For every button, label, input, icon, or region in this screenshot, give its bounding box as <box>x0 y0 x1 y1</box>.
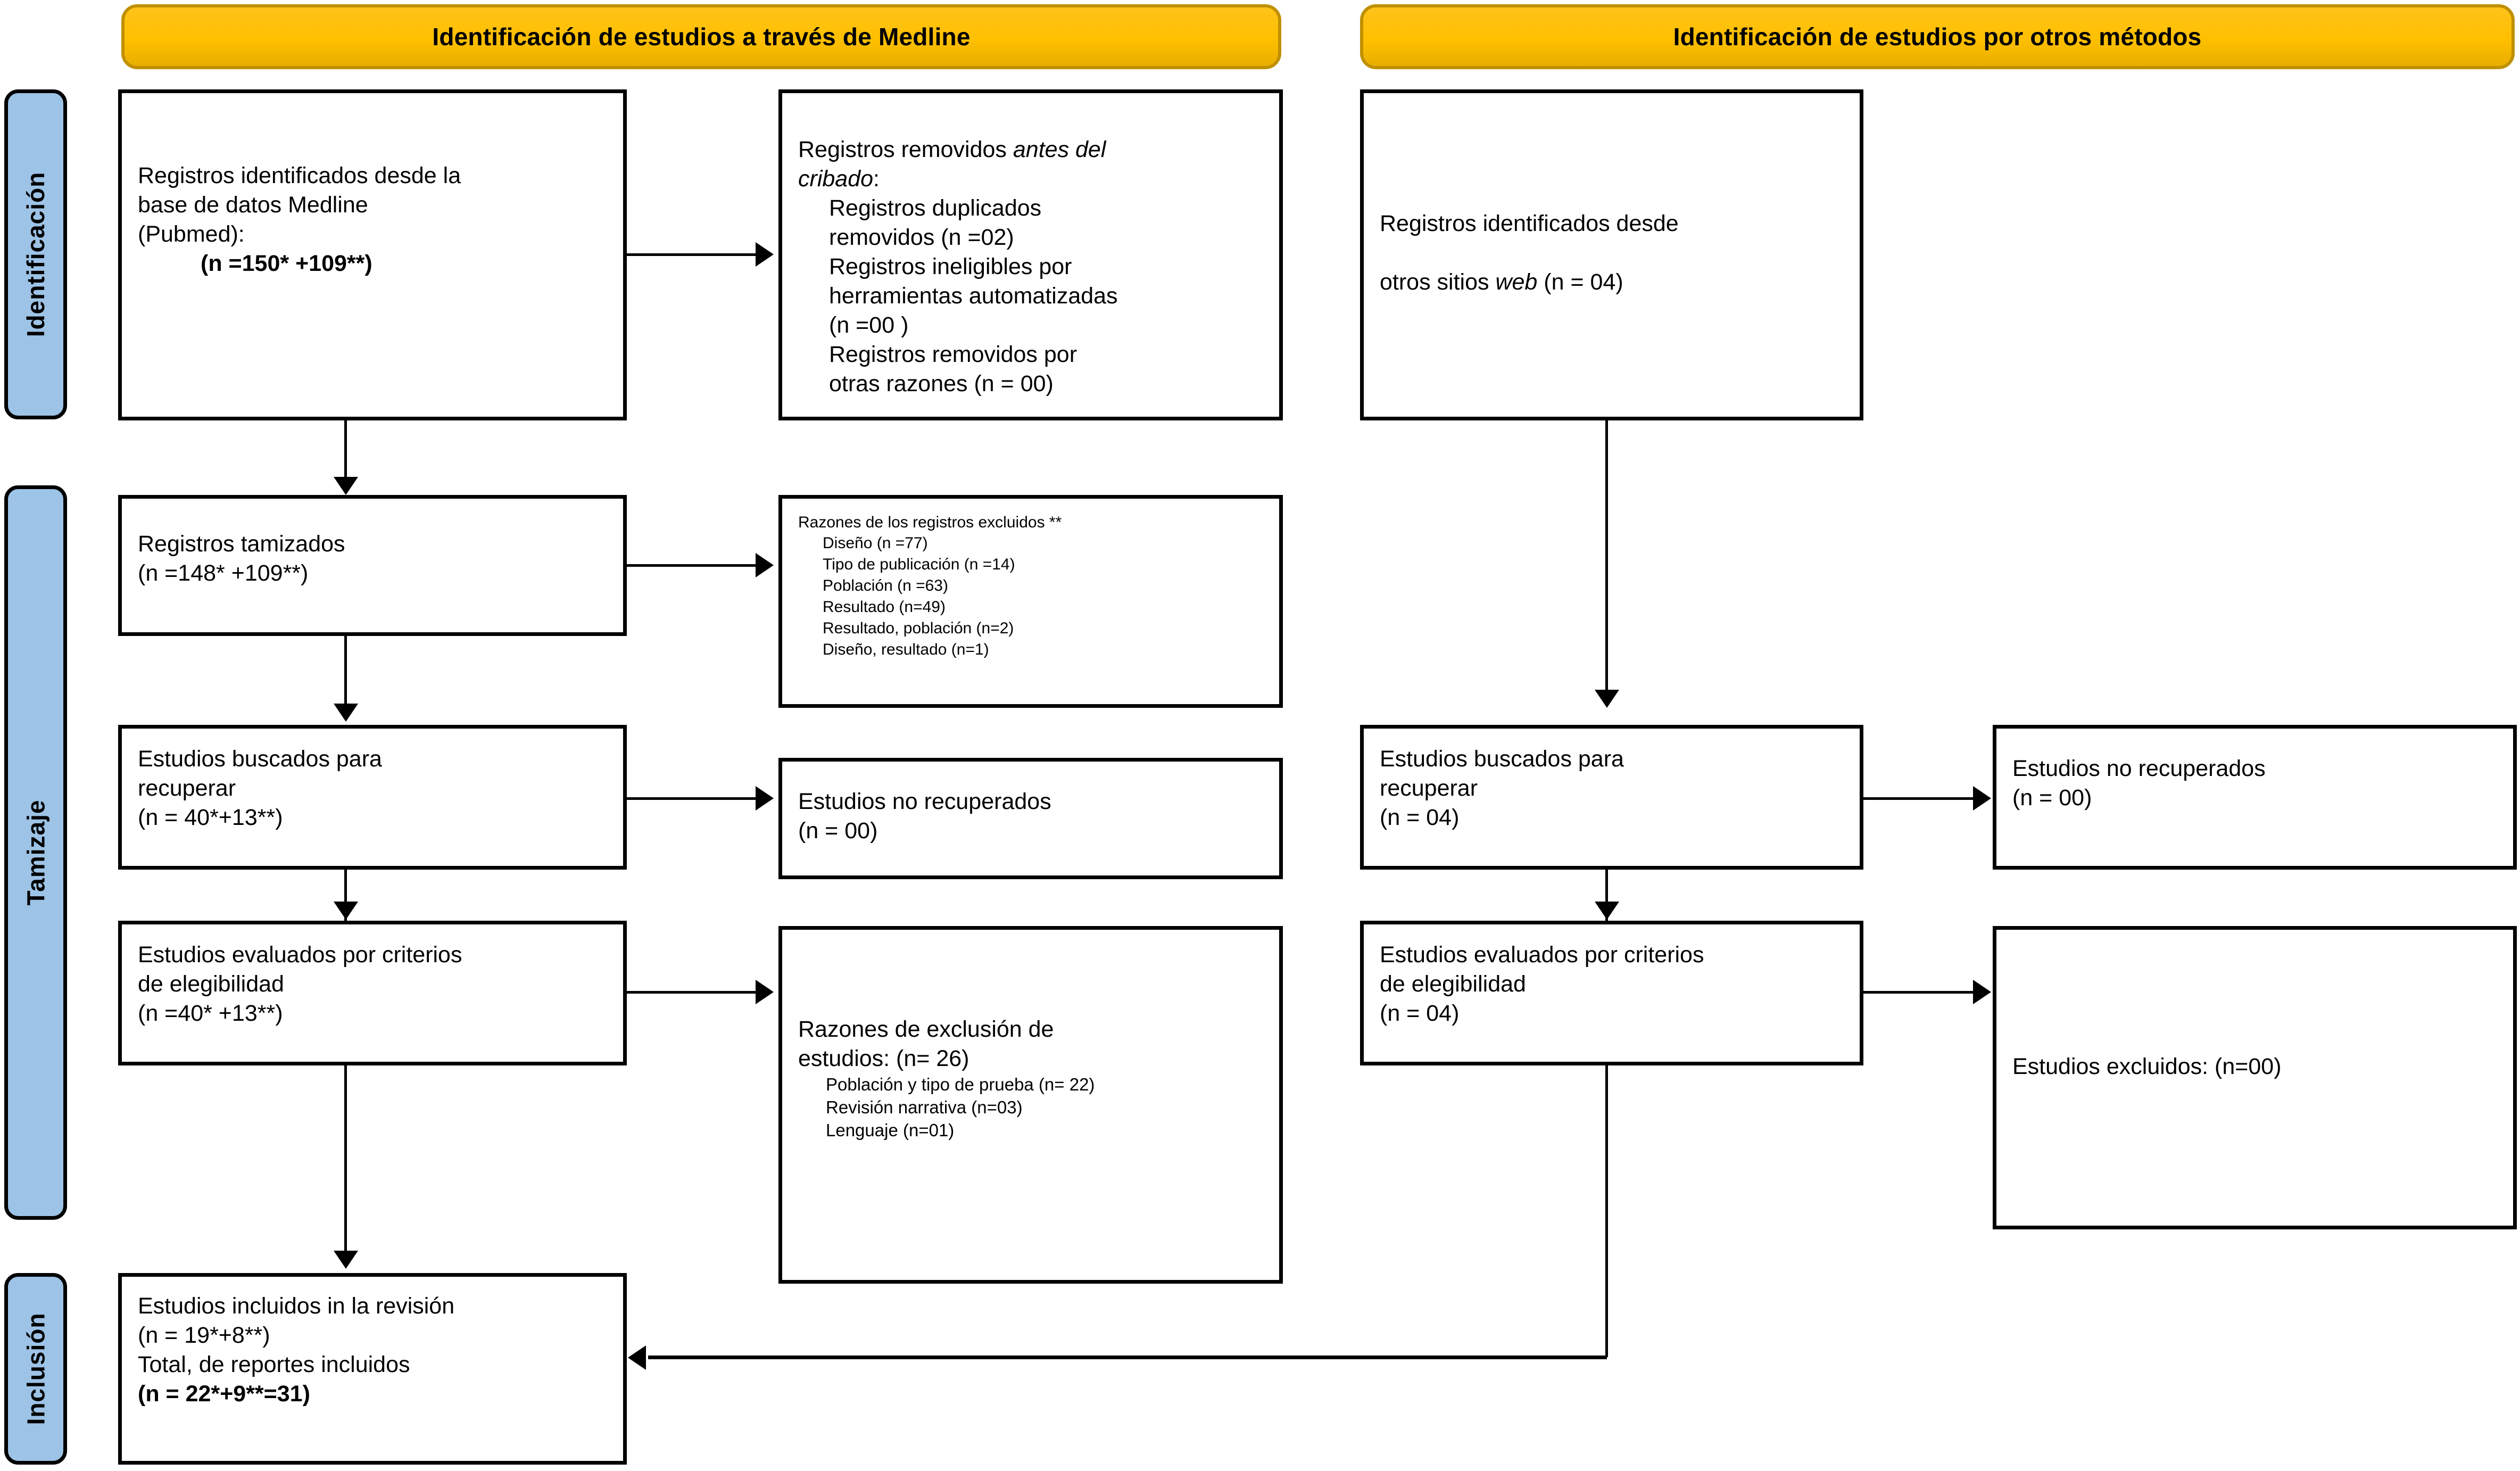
connector-sought-to-not-retrieved <box>627 797 759 800</box>
connector-assessed-to-exclusion-reasons <box>627 991 759 994</box>
included-line3: Total, de reportes incluidos <box>138 1352 410 1378</box>
studies-assessed-line2: de elegibilidad <box>138 971 284 997</box>
studies-sought-line1: Estudios buscados para <box>138 746 382 772</box>
records-removed-title-b: cribado <box>798 166 874 192</box>
records-removed-title-a: Registros removidos <box>798 137 1013 163</box>
right-not-retrieved-label: Estudios no recuperados <box>2012 756 2266 781</box>
right-records-identified-web: web <box>1495 269 1538 295</box>
studies-assessed-count: (n =40* +13**) <box>138 1001 283 1027</box>
banner-identification-medline: Identificación de estudios a través de M… <box>121 4 1281 69</box>
arrow-right-sought-to-assessed <box>1595 902 1619 920</box>
box-studies-assessed-eligibility-right: Estudios evaluados por criterios de eleg… <box>1360 921 1863 1065</box>
included-line4: (n = 22*+9**=31) <box>138 1381 310 1407</box>
arrow-right-to-included <box>628 1345 646 1370</box>
right-studies-sought-line2: recuperar <box>1380 775 1478 801</box>
banner-left-label: Identificación de estudios a través de M… <box>432 23 971 51</box>
box-studies-included: Estudios incluidos in la revisión (n = 1… <box>118 1273 627 1465</box>
connector-sought-to-assessed <box>344 870 347 922</box>
exclusion-reasons-line1: Razones de exclusión de <box>798 1017 1054 1042</box>
arrow-sought-to-assessed <box>334 902 358 920</box>
box-studies-not-retrieved-left: Estudios no recuperados (n = 00) <box>778 758 1283 879</box>
arrow-screened-to-excluded <box>756 553 774 577</box>
box-studies-sought-retrieval: Estudios buscados para recuperar (n = 40… <box>118 725 627 870</box>
included-line1: Estudios incluidos in la revisión <box>138 1293 455 1319</box>
connector-right-identified-to-sought <box>1605 420 1608 692</box>
connector-identified-to-screened <box>344 420 347 480</box>
arrow-sought-to-not-retrieved <box>756 786 774 811</box>
records-identified-line3: (Pubmed): <box>138 221 245 247</box>
banner-identification-other: Identificación de estudios por otros mét… <box>1360 4 2515 69</box>
records-removed-items: Registros duplicados removidos (n =02) R… <box>829 195 1118 397</box>
studies-assessed-line1: Estudios evaluados por criterios <box>138 942 462 968</box>
connector-right-assessed-to-excluded <box>1863 991 1976 994</box>
records-removed-title-italic: antes del <box>1013 137 1106 163</box>
studies-sought-count: (n = 40*+13**) <box>138 805 283 831</box>
right-studies-assessed-line1: Estudios evaluados por criterios <box>1380 942 1704 968</box>
studies-sought-line2: recuperar <box>138 775 236 801</box>
arrow-identified-to-screened <box>334 477 358 495</box>
right-records-identified-line1: Registros identificados desde <box>1380 211 1679 236</box>
box-studies-exclusion-reasons: Razones de exclusión de estudios: (n= 26… <box>778 926 1283 1284</box>
stage-tag-identification-label: Identificación <box>22 171 50 337</box>
connector-right-to-included <box>648 1356 1607 1359</box>
right-studies-sought-count: (n = 04) <box>1380 805 1460 831</box>
stage-tag-screening: Tamizaje <box>4 485 67 1220</box>
exclusion-reasons-line2: estudios: (n= 26) <box>798 1046 969 1072</box>
exclusion-reasons-items: Población y tipo de prueba (n= 22) Revis… <box>826 1075 1095 1140</box>
connector-screened-to-sought <box>344 636 347 705</box>
box-records-identified-other: Registros identificados desde otros siti… <box>1360 89 1863 420</box>
connector-right-sought-to-assessed <box>1605 870 1608 922</box>
arrow-assessed-to-included <box>334 1251 358 1269</box>
stage-tag-identification: Identificación <box>4 89 67 419</box>
connector-right-sought-to-not-retrieved <box>1863 797 1976 800</box>
records-screened-label: Registros tamizados <box>138 531 345 557</box>
connector-identified-to-removed <box>627 253 759 256</box>
records-identified-count: (n =150* +109**) <box>201 251 372 277</box>
records-removed-title-c: : <box>873 166 880 192</box>
right-records-identified-line2b: (n = 04) <box>1537 269 1623 295</box>
banner-right-label: Identificación de estudios por otros mét… <box>1673 23 2202 51</box>
stage-tag-inclusion: Inclusión <box>4 1273 67 1465</box>
box-excluded-records-reasons: Razones de los registros excluidos ** Di… <box>778 495 1283 708</box>
records-screened-count: (n =148* +109**) <box>138 560 309 586</box>
arrow-right-assessed-to-excluded <box>1973 980 1991 1004</box>
records-removed-title: Registros removidos antes del cribado: <box>798 106 1263 194</box>
arrow-right-sought-to-not-retrieved <box>1973 786 1991 811</box>
box-records-screened: Registros tamizados (n =148* +109**) <box>118 495 627 636</box>
right-studies-sought-line1: Estudios buscados para <box>1380 746 1624 772</box>
right-not-retrieved-count: (n = 00) <box>2012 785 2092 811</box>
arrow-screened-to-sought <box>334 704 358 722</box>
records-identified-line2: base de datos Medline <box>138 192 368 218</box>
box-studies-excluded-right: Estudios excluidos: (n=00) <box>1993 926 2517 1229</box>
excluded-records-title: Razones de los registros excluidos ** <box>798 514 1062 531</box>
connector-right-assessed-down <box>1605 1065 1608 1357</box>
included-line2: (n = 19*+8**) <box>138 1323 270 1349</box>
box-records-removed-before-screening: Registros removidos antes del cribado: Re… <box>778 89 1283 420</box>
arrow-identified-to-removed <box>756 242 774 267</box>
stage-tag-inclusion-label: Inclusión <box>22 1312 49 1425</box>
box-studies-sought-retrieval-right: Estudios buscados para recuperar (n = 04… <box>1360 725 1863 870</box>
excluded-records-items: Diseño (n =77) Tipo de publicación (n =1… <box>823 534 1015 658</box>
arrow-right-identified-to-sought <box>1595 690 1619 708</box>
right-studies-assessed-count: (n = 04) <box>1380 1001 1460 1027</box>
arrow-assessed-to-exclusion-reasons <box>756 980 774 1004</box>
stage-tag-screening-label: Tamizaje <box>22 799 49 906</box>
box-records-identified-medline: Registros identificados desde la base de… <box>118 89 627 420</box>
connector-assessed-to-included <box>344 1065 347 1251</box>
records-identified-line1: Registros identificados desde la <box>138 163 461 188</box>
box-studies-not-retrieved-right: Estudios no recuperados (n = 00) <box>1993 725 2517 870</box>
not-retrieved-left-label: Estudios no recuperados <box>798 789 1051 814</box>
not-retrieved-left-count: (n = 00) <box>798 818 878 844</box>
box-studies-assessed-eligibility: Estudios evaluados por criterios de eleg… <box>118 921 627 1065</box>
connector-screened-to-excluded <box>627 564 759 567</box>
right-records-identified-line2a: otros sitios <box>1380 269 1496 295</box>
right-studies-assessed-line2: de elegibilidad <box>1380 971 1526 997</box>
right-records-identified-line2: otros sitios web (n = 04) <box>1380 238 1844 297</box>
right-excluded-label: Estudios excluidos: (n=00) <box>2012 1054 2282 1079</box>
